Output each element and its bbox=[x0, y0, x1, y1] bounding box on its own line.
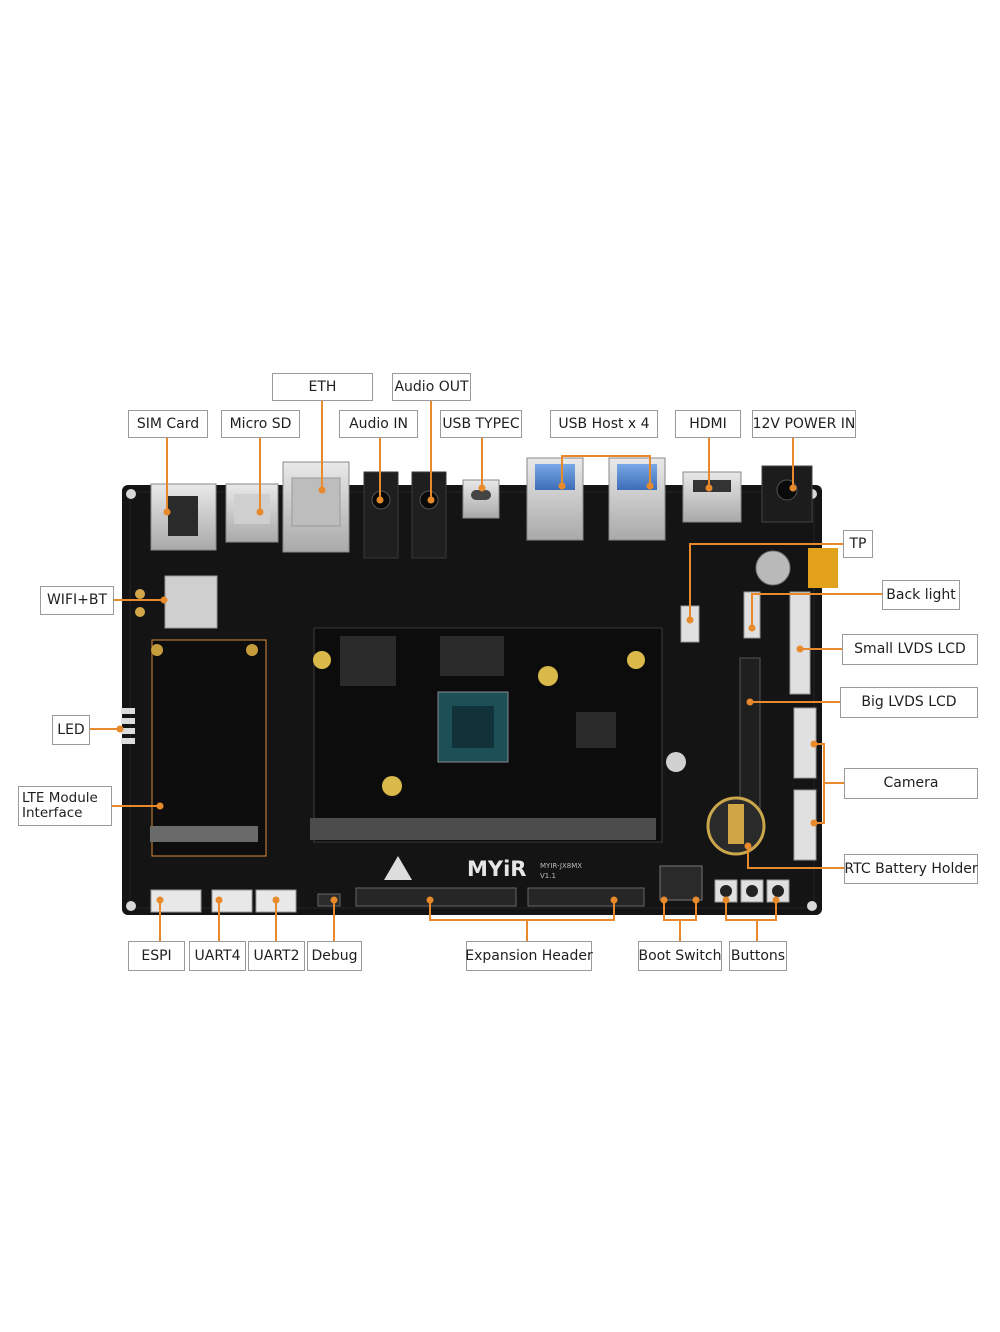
led-array bbox=[121, 708, 135, 744]
label-small-lvds: Small LVDS LCD bbox=[842, 634, 978, 665]
label-camera: Camera bbox=[844, 768, 978, 799]
expansion-header-2 bbox=[527, 887, 645, 907]
label-espi: ESPI bbox=[128, 941, 185, 971]
label-uart4: UART4 bbox=[189, 941, 246, 971]
label-micro-sd: Micro SD bbox=[221, 410, 300, 438]
board-model: MYIR-JX8MX bbox=[540, 862, 582, 870]
callout-dots bbox=[116, 482, 818, 904]
label-boot-switch: Boot Switch bbox=[638, 941, 722, 971]
label-lte-module: LTE Module Interface bbox=[18, 786, 112, 826]
espi-connector bbox=[150, 889, 202, 913]
label-power-in: 12V POWER IN bbox=[752, 410, 856, 438]
board-brand: MYiR bbox=[467, 857, 526, 881]
label-hdmi: HDMI bbox=[675, 410, 741, 438]
boot-switch bbox=[659, 865, 703, 901]
wifi-bt-module bbox=[164, 575, 218, 629]
label-audio-out: Audio OUT bbox=[392, 373, 471, 401]
label-buttons: Buttons bbox=[729, 941, 787, 971]
uart4-connector bbox=[211, 889, 253, 913]
label-debug: Debug bbox=[307, 941, 362, 971]
label-big-lvds: Big LVDS LCD bbox=[840, 687, 978, 718]
label-uart2: UART2 bbox=[248, 941, 305, 971]
callout-lines bbox=[90, 401, 882, 941]
expansion-header-1 bbox=[355, 887, 517, 907]
label-eth: ETH bbox=[272, 373, 373, 401]
label-wifi-bt: WIFI+BT bbox=[40, 586, 114, 615]
label-usb-host: USB Host x 4 bbox=[550, 410, 658, 438]
label-tp: TP bbox=[843, 530, 873, 558]
small-lvds-connector bbox=[789, 591, 811, 695]
label-sim-card: SIM Card bbox=[128, 410, 208, 438]
board-version: V1.1 bbox=[540, 872, 556, 880]
label-back-light: Back light bbox=[882, 580, 960, 610]
lte-module-area bbox=[151, 639, 267, 857]
hdmi-port bbox=[682, 471, 742, 523]
label-expansion-header: Expansion Header bbox=[465, 941, 593, 971]
label-audio-in: Audio IN bbox=[339, 410, 418, 438]
audio-out-jack bbox=[411, 471, 447, 559]
label-usb-typec: USB TYPEC bbox=[440, 410, 522, 438]
label-led: LED bbox=[52, 715, 90, 745]
label-rtc-battery: RTC Battery Holder bbox=[844, 854, 978, 884]
